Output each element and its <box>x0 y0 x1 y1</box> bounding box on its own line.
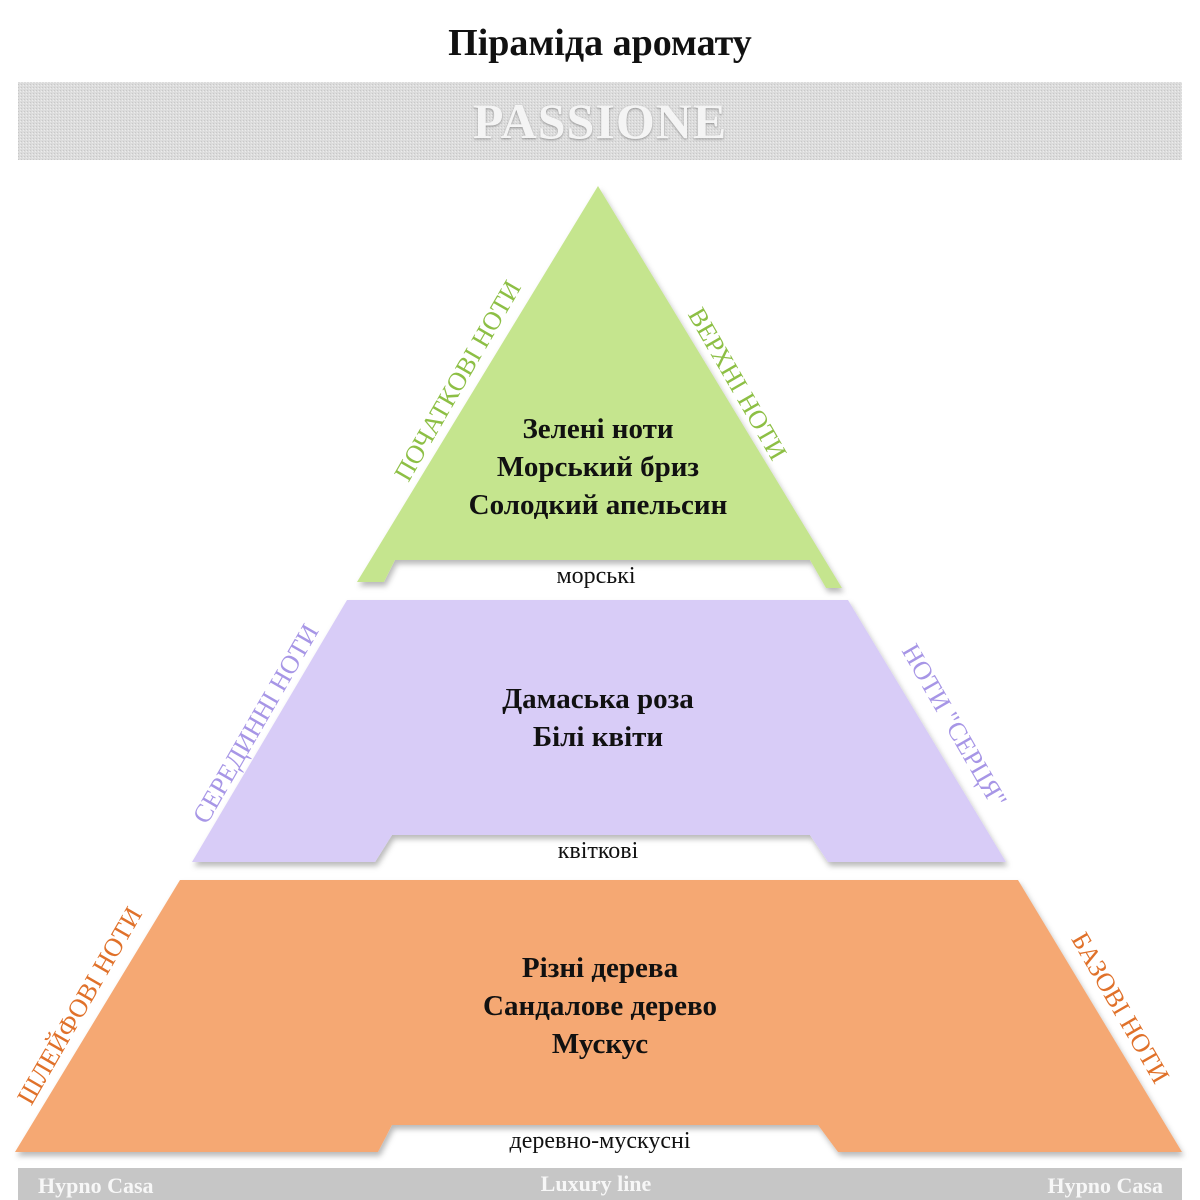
tier-middle: Дамаська роза Білі квіти СЕРЕДИННІ НОТИ … <box>187 600 1013 864</box>
tier-top-note: Зелені ноти <box>522 413 673 445</box>
tier-top: Зелені ноти Морський бриз Солодкий апель… <box>357 186 842 589</box>
footer-bar <box>18 1168 1182 1200</box>
tier-middle-family: квіткові <box>558 838 639 864</box>
tier-base-note: Сандалове дерево <box>483 990 717 1022</box>
tier-base-note: Мускус <box>552 1028 648 1060</box>
tier-base-family: деревно-мускусні <box>509 1128 690 1154</box>
tier-base: Різні дерева Сандалове дерево Мускус ШЛЕ… <box>11 880 1182 1154</box>
footer-left-brand: Hypno Casa <box>38 1173 154 1198</box>
footer-right-brand: Hypno Casa <box>1047 1173 1163 1198</box>
tier-top-note: Солодкий апельсин <box>469 489 728 521</box>
tier-top-shape <box>357 186 842 588</box>
tier-base-note: Різні дерева <box>522 952 679 984</box>
banner-background <box>18 82 1182 160</box>
tier-middle-note: Дамаська роза <box>502 683 694 715</box>
page-title: Піраміда аромату <box>448 22 752 64</box>
tier-base-shape <box>15 880 1182 1152</box>
tier-top-family: морські <box>556 563 635 589</box>
tier-middle-shape <box>192 600 1006 862</box>
banner-title: PASSIONE <box>473 93 727 149</box>
tier-middle-note: Білі квіти <box>533 721 663 753</box>
footer-center-line: Luxury line <box>541 1171 652 1196</box>
tier-top-note: Морський бриз <box>497 451 699 483</box>
